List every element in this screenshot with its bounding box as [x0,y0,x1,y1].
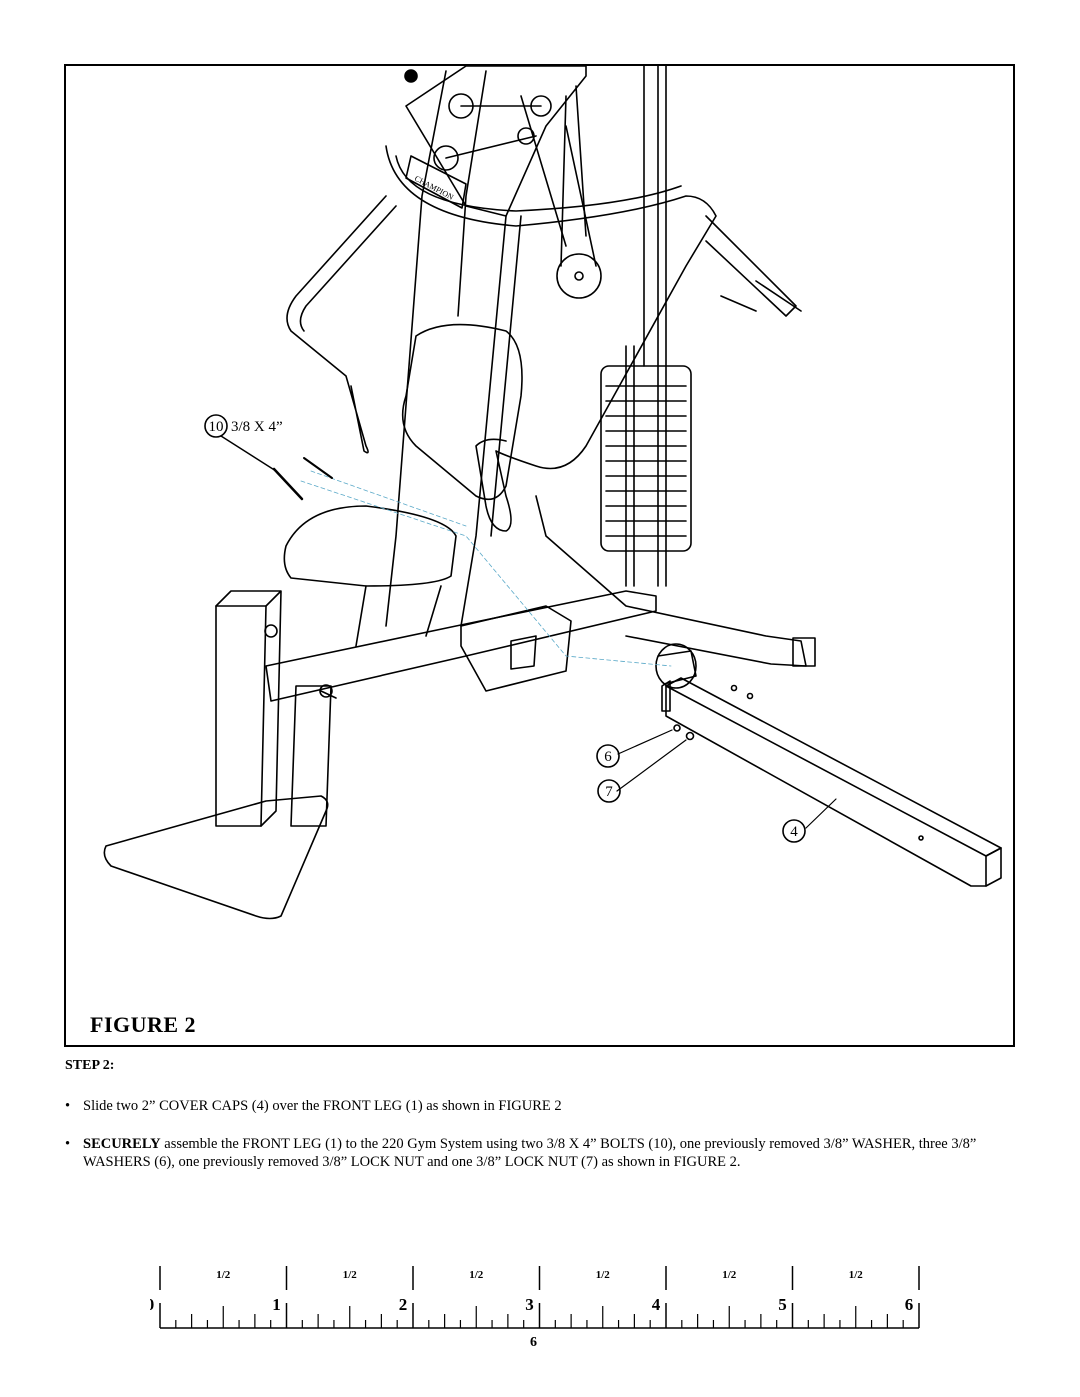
leader-4 [805,798,837,829]
press-arm [385,145,717,532]
ruler-half-label: 1/2 [722,1269,737,1281]
bolt-1 [272,467,304,501]
tower-column-inner [490,215,522,537]
foot-plate [103,795,329,920]
instruction-body: assemble the FRONT LEG (1) to the 220 Gy… [83,1136,977,1170]
cover-cap [655,643,697,689]
mount-bracket [661,680,671,712]
leader-7 [616,739,687,792]
ruler-number: 5 [778,1295,787,1314]
ruler-number: 4 [652,1295,661,1314]
pivot-knob [320,690,337,699]
ruler-half-label: 1/2 [849,1269,864,1281]
ruler-half-label: 1/2 [469,1269,484,1281]
callout-4-label: 4 [790,824,798,840]
front-leg-end [985,847,1002,887]
ruler-half-label: 1/2 [343,1269,358,1281]
alignment-guide-2 [310,470,467,527]
chest-bar-inner [299,205,397,332]
bolt-2 [303,457,333,479]
figure-frame: CHAMPION [64,64,1015,1047]
leader-6 [617,729,673,755]
pulley-top-2 [433,145,459,171]
seat-support [355,585,442,647]
press-arm-inner [395,155,682,212]
rear-brace [705,215,797,317]
instruction-emphasis: SECURELY [83,1136,161,1152]
callout-10-label: 10 [209,419,224,435]
foot-cap [792,637,816,667]
callout-6-circle [596,744,620,768]
brand-plate [405,155,467,209]
instruction-text: SECURELY assemble the FRONT LEG (1) to t… [83,1135,1015,1171]
figure-title: FIGURE 2 [90,1012,197,1037]
nut-7 [685,731,695,741]
base-plate [460,605,572,692]
ruler-half-label: 1/2 [596,1269,611,1281]
front-upright [215,605,267,827]
leg-hole-1 [730,684,738,692]
leg-lift-arm [535,495,807,667]
cable-1 [445,105,542,159]
callout-7-label: 7 [605,784,613,800]
weight-stack [600,365,692,552]
ruler-number: 6 [905,1295,914,1314]
leg-hole-2 [746,692,754,700]
low-cable [560,95,597,267]
tower-upright-left [385,70,447,627]
page-number: 6 [530,1335,537,1350]
callout-4-circle [782,819,806,843]
washer-6 [673,724,681,732]
seat-pad [283,505,457,587]
callout-7-circle [597,779,621,803]
bullet-marker: • [65,1098,71,1114]
chest-bar [286,195,387,454]
tower-upright-right [457,70,487,317]
ruler-number: 1 [272,1295,281,1314]
guide-rod-left [625,345,635,587]
ruler-half-label: 1/2 [216,1269,231,1281]
bolt-size-label: 3/8 X 4” [231,419,283,435]
gym-assembly-illustration: CHAMPION [103,66,1002,920]
ruler-number: 2 [399,1295,408,1314]
top-dot [404,69,418,83]
callout-6-label: 6 [604,749,612,765]
ruler-number: 0 [150,1295,154,1314]
instruction-text: Slide two 2” COVER CAPS (4) over the FRO… [83,1098,562,1114]
low-pulley [556,253,602,299]
leader-10 [220,435,277,472]
ruler-number: 3 [525,1295,534,1314]
guide-rod-right [657,66,667,587]
seat-back-pad [401,323,523,501]
tower-column [460,215,507,627]
alignment-guide [300,480,672,667]
rear-handle [720,280,802,312]
inch-ruler: 0 1/2 1 1/2 2 1/2 3 1/2 4 1/2 5 1/2 6 [150,1266,920,1329]
base-plate-slot [510,635,537,670]
step-heading: STEP 2: [65,1058,115,1073]
leg-hole-3 [918,835,924,841]
bullet-marker: • [65,1136,71,1152]
front-upright-2 [290,685,332,827]
weight-plates [605,385,687,537]
front-leg-top [665,677,1002,857]
front-leg [665,685,987,887]
callout-10-circle [204,414,228,438]
